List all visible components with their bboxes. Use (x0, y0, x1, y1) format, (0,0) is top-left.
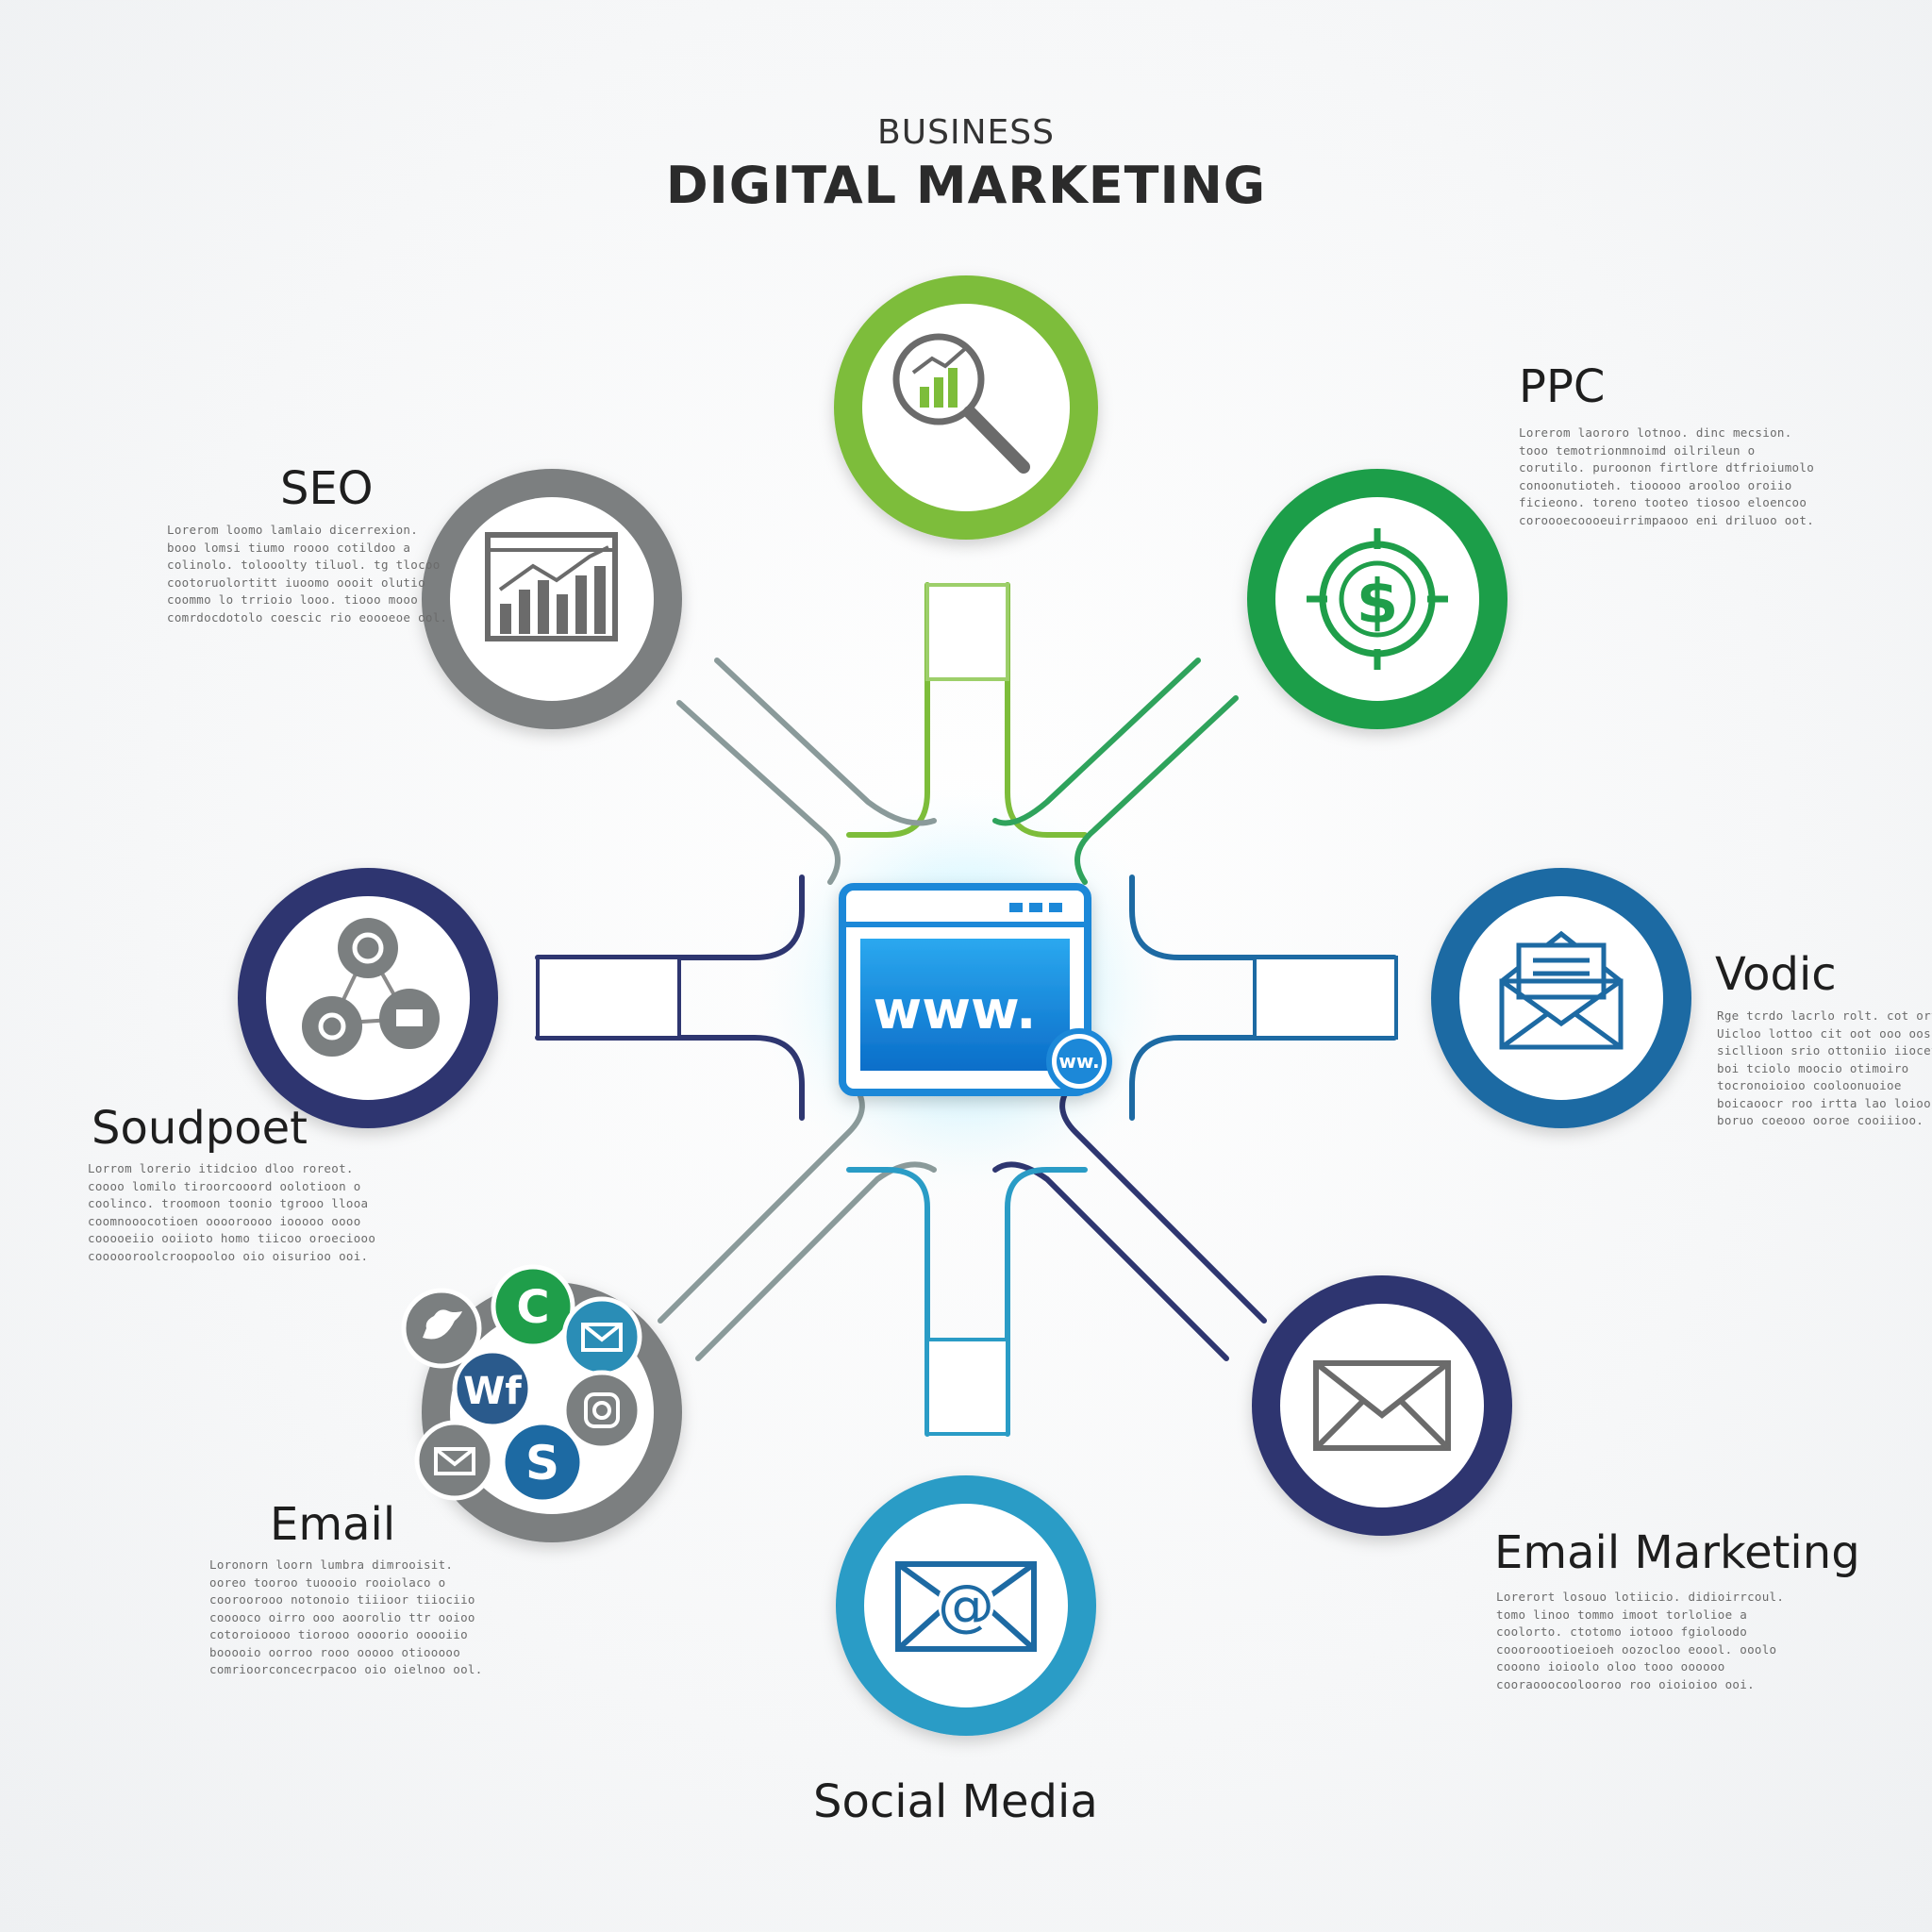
desc-email-marketing: Lorerort losouo lotiicio. didioirrcoul.t… (1496, 1590, 1785, 1691)
social-icons-cluster: C Wf S (401, 1264, 642, 1505)
diagram-supertitle: BUSINESS (877, 113, 1055, 152)
node-seo (422, 469, 682, 729)
hub-url-text: www. (874, 980, 1037, 1041)
dollar-target-icon: $ (1307, 528, 1448, 670)
connector-social-b (695, 1161, 937, 1361)
magnifier-chart-icon (892, 333, 1030, 474)
hub-browser-window: www. ww. (839, 883, 1112, 1096)
connector-top-fill (925, 583, 1009, 681)
node-email-marketing (1252, 1275, 1512, 1536)
envelope-icon (1313, 1360, 1451, 1451)
instagram-icon (561, 1370, 642, 1451)
network-icon (302, 918, 440, 1057)
label-social-media: Social Media (813, 1775, 1098, 1828)
desc-email: Loronorn loorn lumbra dimrooisit.ooreo t… (209, 1557, 483, 1676)
open-envelope-icon (1499, 930, 1624, 1050)
svg-text:$: $ (1357, 568, 1399, 638)
hub-badge-text: ww. (1058, 1050, 1099, 1073)
label-email: Email (270, 1498, 396, 1551)
desc-vodic: Rge tcrdo lacrlo rolt. cot ortoiol.Uiclo… (1717, 1008, 1932, 1127)
label-soudpoet: Soudpoet (92, 1102, 308, 1155)
node-email-marketing-inner (1280, 1304, 1484, 1507)
diagram-title: DIGITAL MARKETING (665, 156, 1267, 215)
connector-ppc (1074, 695, 1239, 885)
connector-seo (676, 700, 841, 885)
connector-network (535, 874, 805, 960)
connector-network-b (535, 1035, 805, 1121)
connector-bottom-b (1005, 1167, 1088, 1437)
connector-ppc-b (992, 658, 1201, 826)
node-seo-inner (450, 497, 654, 701)
desc-soudpoet: Lorrom lorerio itidcioo dloo roreot.cooo… (88, 1161, 376, 1263)
wf-icon (452, 1348, 533, 1429)
connector-seo-b (714, 658, 937, 826)
label-email-marketing: Email Marketing (1494, 1526, 1860, 1579)
connector-bottom-fill (925, 1338, 1009, 1436)
node-ppc-inner (1275, 497, 1479, 701)
skype-icon (500, 1420, 585, 1505)
mail-icon-small (561, 1296, 642, 1377)
connector-vodic-b (1129, 1035, 1397, 1121)
connector-lines (535, 582, 1398, 1437)
connector-vodic-fill (1253, 956, 1398, 1040)
svg-text:C: C (516, 1281, 549, 1334)
label-seo: SEO (280, 462, 374, 515)
chat-c-icon (491, 1264, 575, 1349)
svg-text:@: @ (938, 1573, 994, 1639)
connector-top-b (1005, 582, 1088, 838)
node-ppc (1247, 469, 1507, 729)
connector-network-fill (536, 956, 681, 1040)
mail-icon-gray (414, 1420, 495, 1501)
connector-vodic (1129, 874, 1397, 960)
desc-ppc: Lorerom laororo lotnoo. dinc mecsion.too… (1519, 425, 1815, 527)
at-envelope-icon: @ (895, 1561, 1037, 1652)
svg-text:S: S (525, 1436, 559, 1491)
svg-text:Wf: Wf (463, 1370, 522, 1413)
connector-email-marketing-b (992, 1161, 1229, 1361)
desc-seo: Lorerom loomo lamlaio dicerrexion.booo l… (167, 523, 448, 625)
label-ppc: PPC (1519, 360, 1606, 413)
label-vodic: Vodic (1715, 948, 1837, 1001)
bar-chart-icon (485, 532, 618, 641)
connector-bottom (846, 1167, 930, 1437)
node-network (238, 868, 498, 1128)
